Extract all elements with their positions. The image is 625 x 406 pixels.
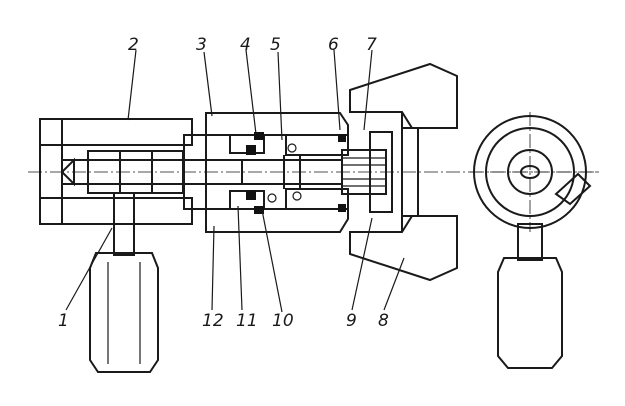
label-part-6: 6 xyxy=(328,35,339,55)
label-part-3: 3 xyxy=(196,35,207,55)
leader-lines xyxy=(65,49,405,313)
handle-stem xyxy=(89,192,159,373)
body-housing xyxy=(39,118,207,225)
label-part-12: 12 xyxy=(202,311,224,331)
label-part-11: 11 xyxy=(236,311,258,331)
label-part-1: 1 xyxy=(58,311,69,331)
label-part-5: 5 xyxy=(270,35,281,55)
label-part-2: 2 xyxy=(128,35,139,55)
label-part-9: 9 xyxy=(346,311,357,331)
valve-block xyxy=(205,112,349,233)
label-part-8: 8 xyxy=(378,311,389,331)
end-view xyxy=(470,112,600,369)
label-part-7: 7 xyxy=(366,35,377,55)
label-part-4: 4 xyxy=(240,35,251,55)
part-labels: 2 3 4 5 6 7 1 12 11 10 9 8 xyxy=(58,35,389,331)
label-part-10: 10 xyxy=(272,311,294,331)
